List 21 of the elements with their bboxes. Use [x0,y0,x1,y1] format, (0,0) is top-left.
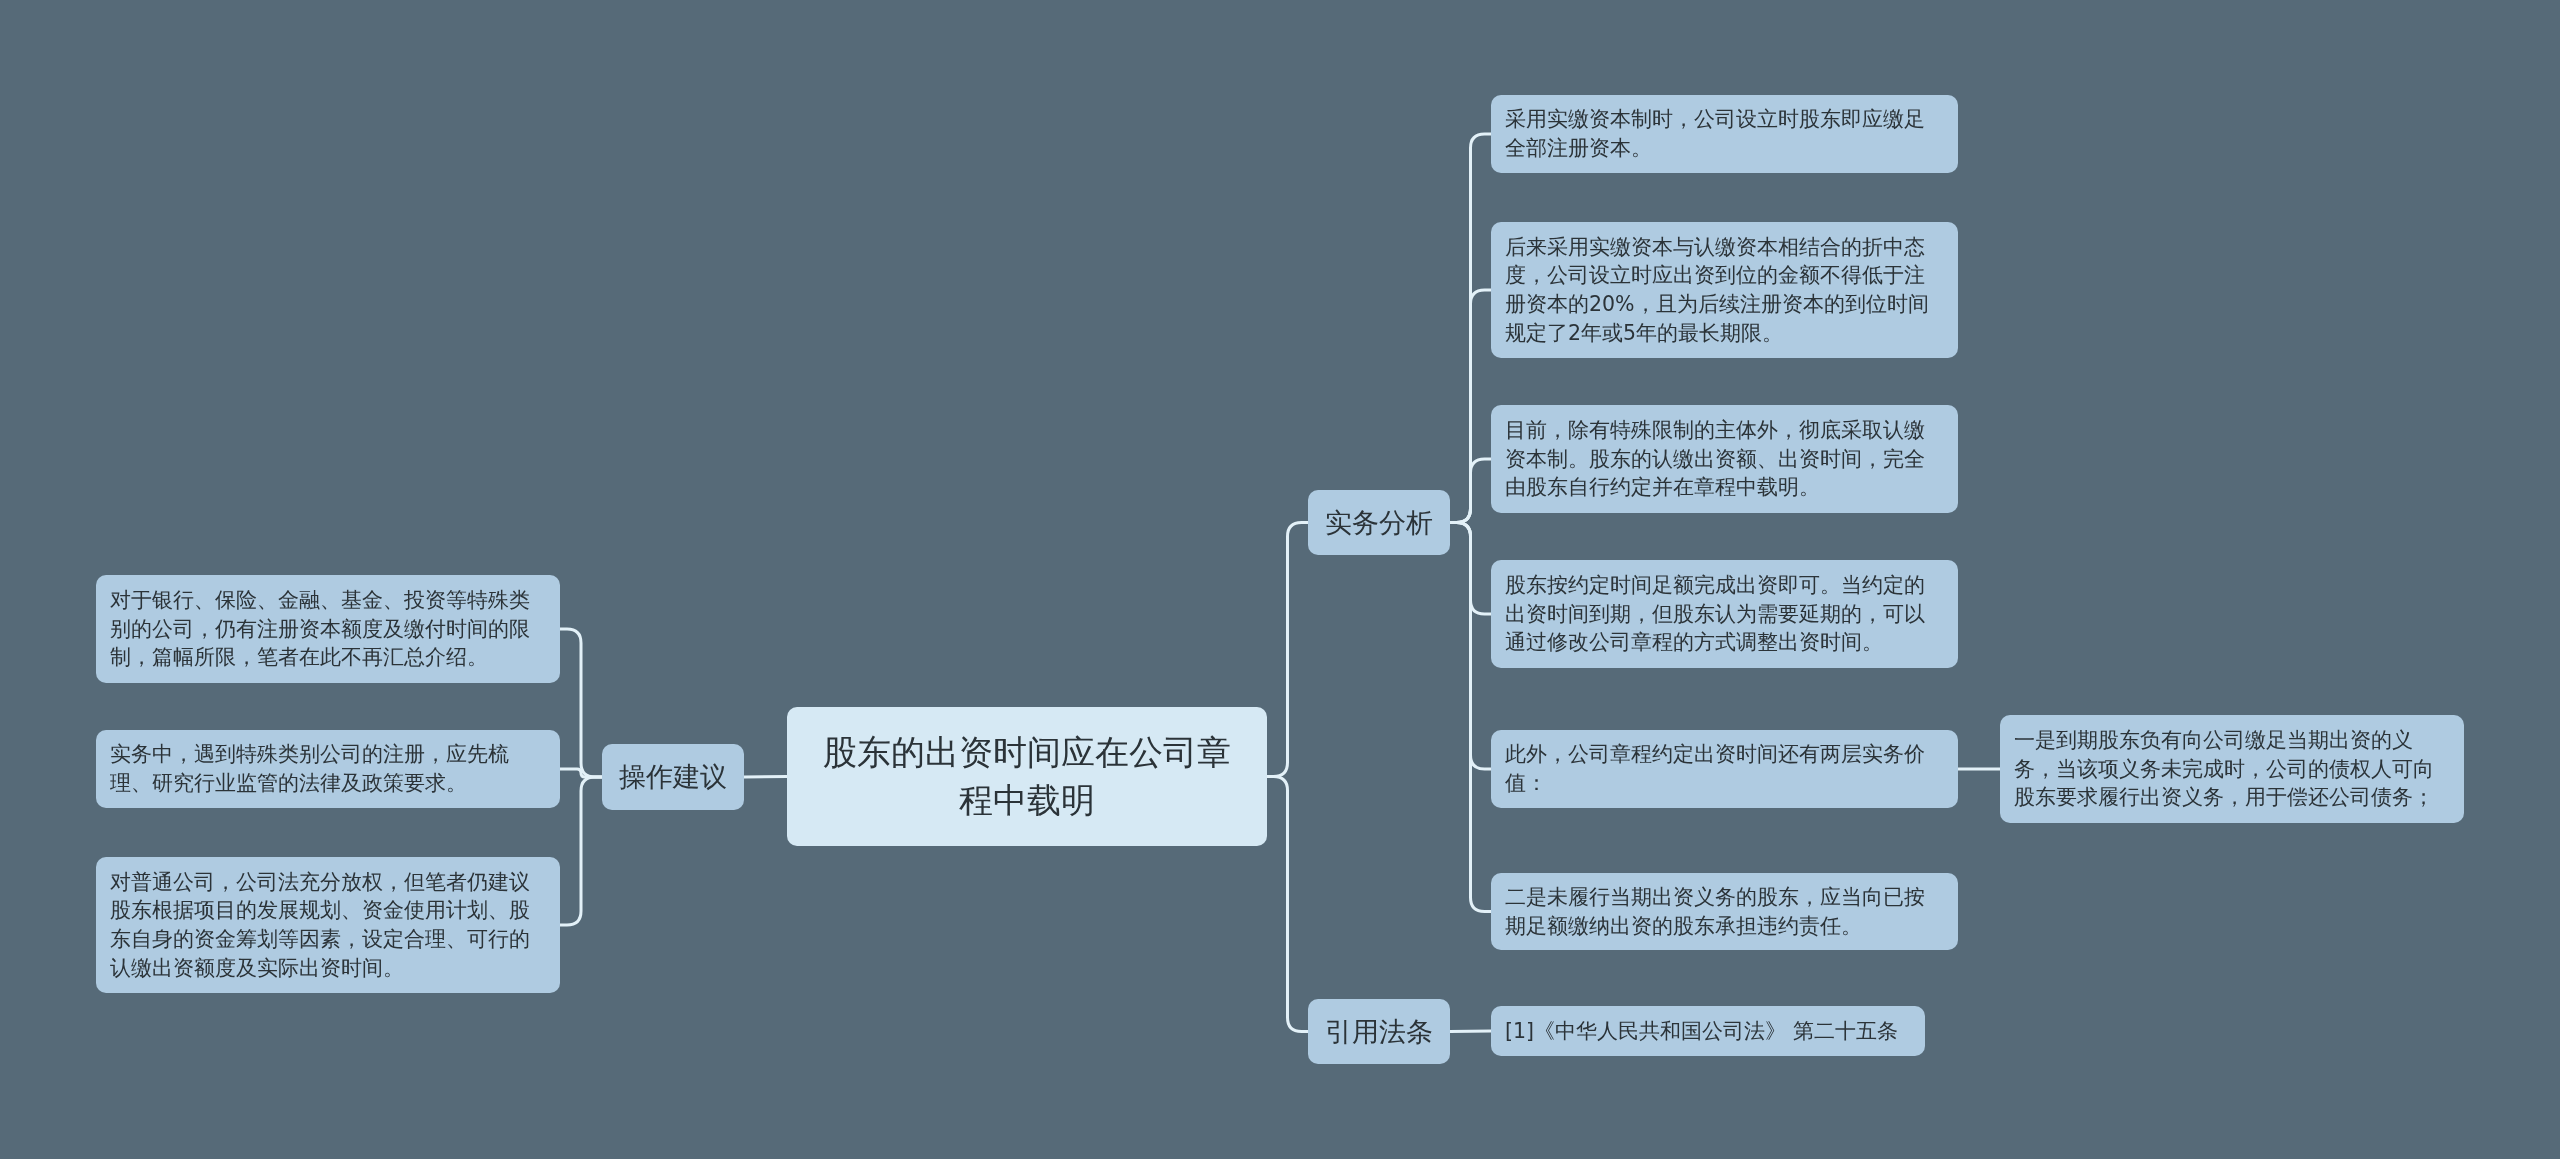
note-box: 对于银行、保险、金融、基金、投资等特殊类别的公司，仍有注册资本额度及缴付时间的限制，篇幅所限，笔者在此不再汇总介绍。 [96,575,560,683]
branch-box: 引用法条 [1308,999,1450,1064]
note-box: 采用实缴资本制时，公司设立时股东即应缴足全部注册资本。 [1491,95,1958,173]
connector [1958,767,2000,771]
topic-box: 股东的出资时间应在公司章程中载明 [787,707,1267,846]
connector [744,775,787,779]
connector [560,775,602,927]
branch-box: 操作建议 [602,744,744,810]
note-box: 实务中，遇到特殊类别公司的注册，应先梳理、研究行业监管的法律及政策要求。 [96,730,560,808]
note-box: 后来采用实缴资本与认缴资本相结合的折中态度，公司设立时应出资到位的金额不得低于注册资本的20%，且为后续注册资本的到位时间规定了2年或5年的最长期限。 [1491,222,1958,358]
note-box: 此外，公司章程约定出资时间还有两层实务价值： [1491,730,1958,808]
note-box: 股东按约定时间足额完成出资即可。当约定的出资时间到期，但股东认为需要延期的，可以通过修改公司章程的方式调整出资时间。 [1491,560,1958,668]
note-box: 二是未履行当期出资义务的股东，应当向已按期足额缴纳出资的股东承担违约责任。 [1491,873,1958,950]
note-box: 对普通公司，公司法充分放权，但笔者仍建议股东根据项目的发展规划、资金使用计划、股东自身的资金筹划等因素，设定合理、可行的认缴出资额度及实际出资时间。 [96,857,560,993]
note-box: 目前，除有特殊限制的主体外，彻底采取认缴资本制。股东的认缴出资额、出资时间，完全由股东自行约定并在章程中载明。 [1491,405,1958,513]
connector [1450,521,1491,913]
connector [1267,775,1308,1033]
connector [1449,1029,1492,1033]
branch-box: 实务分析 [1308,490,1450,555]
note-box: 一是到期股东负有向公司缴足当期出资的义务，当该项义务未完成时，公司的债权人可向股东要求履行出资义务，用于偿还公司债务； [2000,715,2464,823]
note-box: [1]《中华人民共和国公司法》 第二十五条 [1491,1006,1925,1056]
